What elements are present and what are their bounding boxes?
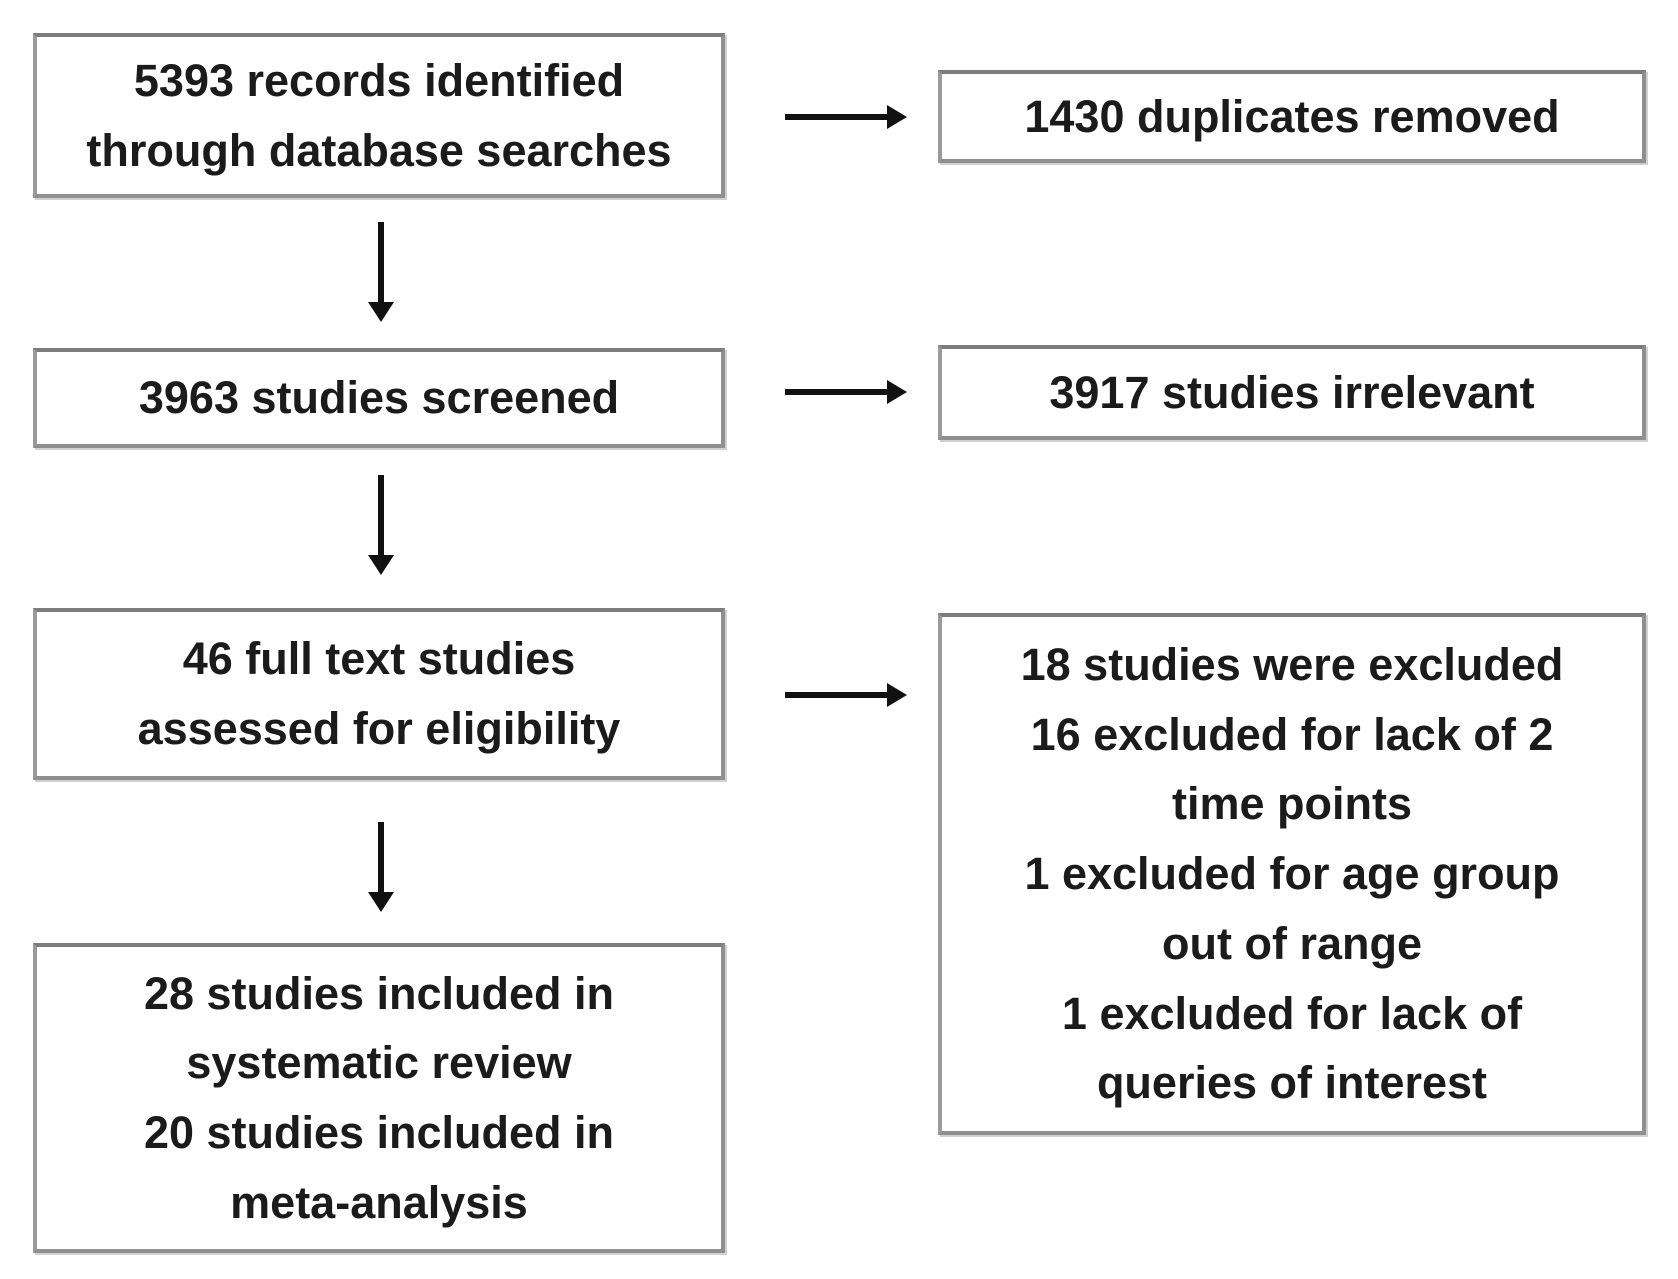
box-text-line: through database searches (86, 124, 672, 176)
down-arrow-icon (366, 222, 396, 322)
box-text-line: time points (1171, 778, 1412, 830)
arrowhead-icon (887, 105, 907, 129)
arrowhead-icon (887, 380, 907, 404)
arrow-shaft (785, 389, 887, 395)
box-records-identified: 5393 records identified through database… (33, 33, 725, 198)
right-arrow-icon (785, 102, 907, 132)
arrowhead-icon (368, 892, 394, 912)
box-text-line: 18 studies were excluded (1020, 638, 1564, 690)
box-text-line: 1 excluded for lack of (1061, 987, 1523, 1039)
box-text-line: systematic review (186, 1037, 572, 1089)
arrow-shaft (785, 114, 887, 120)
box-text-line: assessed for eligibility (137, 703, 621, 754)
box-fulltext-assessed: 46 full text studies assessed for eligib… (33, 608, 725, 780)
box-studies-screened: 3963 studies screened (33, 348, 725, 448)
box-text-line: 3963 studies screened (138, 372, 620, 424)
box-text-line: 20 studies included in (143, 1107, 615, 1158)
right-arrow-icon (785, 377, 907, 407)
arrow-shaft (378, 475, 384, 555)
box-text-line: queries of interest (1096, 1057, 1488, 1109)
box-duplicates-removed: 1430 duplicates removed (938, 70, 1646, 163)
down-arrow-icon (366, 822, 396, 912)
box-text-line: 1 excluded for age group (1024, 848, 1560, 900)
arrowhead-icon (887, 683, 907, 707)
arrow-shaft (378, 822, 384, 892)
arrowhead-icon (368, 302, 394, 322)
right-arrow-icon (785, 680, 907, 710)
box-text-line: 3917 studies irrelevant (1049, 366, 1535, 418)
arrow-shaft (378, 222, 384, 302)
box-text-line: 46 full text studies (182, 633, 576, 685)
box-studies-irrelevant: 3917 studies irrelevant (938, 345, 1646, 440)
box-text-line: meta-analysis (230, 1176, 528, 1228)
arrow-shaft (785, 692, 887, 698)
box-studies-included: 28 studies included in systematic review… (33, 943, 725, 1253)
down-arrow-icon (366, 475, 396, 575)
arrowhead-icon (368, 555, 394, 575)
box-text-line: 28 studies included in (143, 967, 615, 1019)
box-studies-excluded: 18 studies were excluded 16 excluded for… (938, 613, 1646, 1135)
box-text-line: 16 excluded for lack of 2 (1030, 708, 1554, 760)
box-text-line: 1430 duplicates removed (1024, 90, 1560, 142)
box-text-line: 5393 records identified (133, 54, 625, 106)
box-text-line: out of range (1162, 917, 1422, 969)
